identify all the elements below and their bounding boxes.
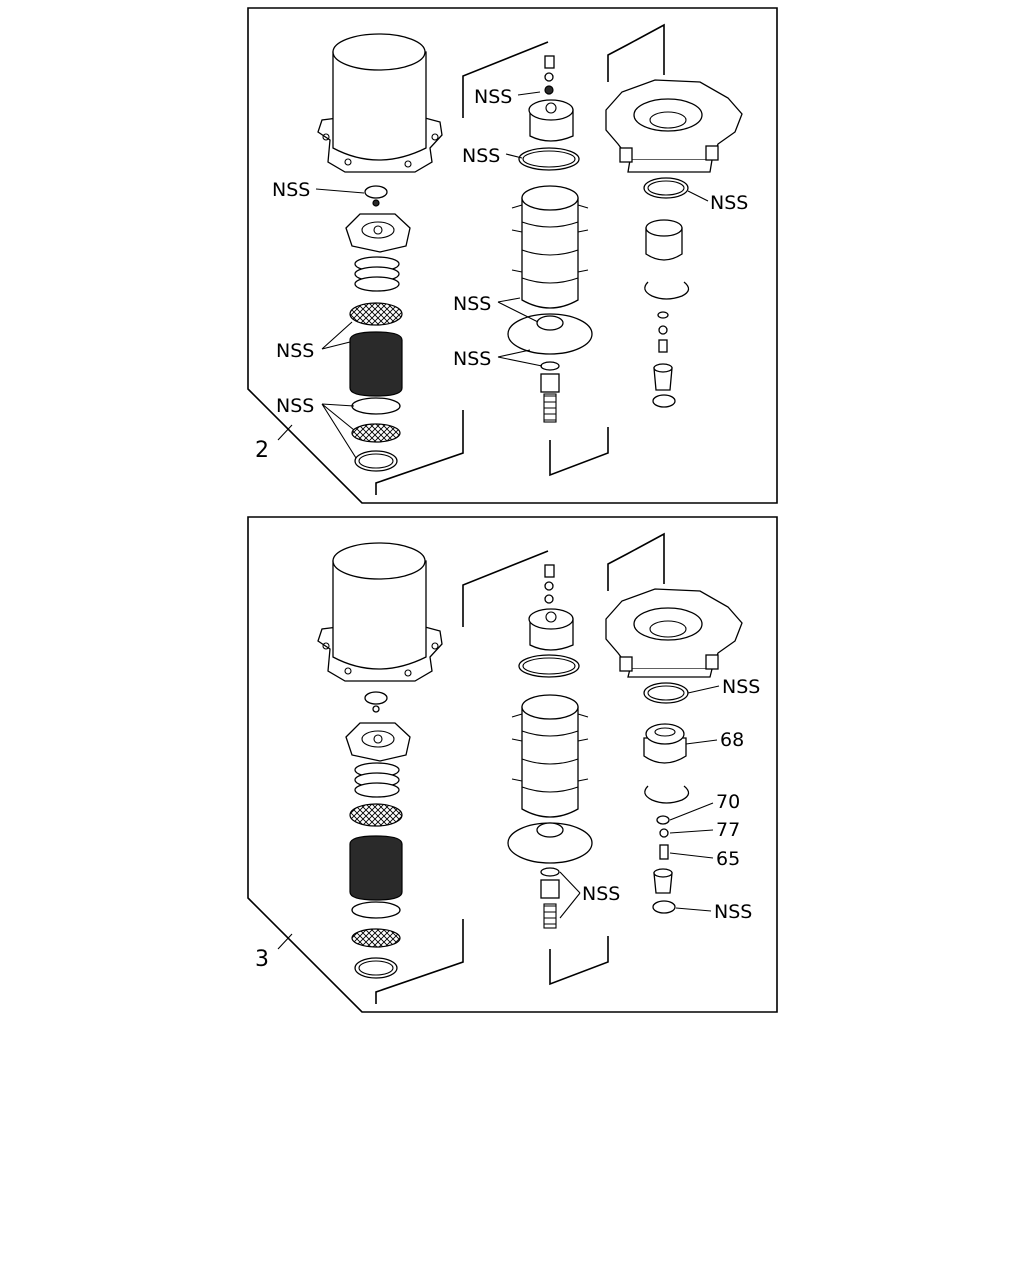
lower-valve	[540, 361, 560, 423]
panel-number: 2	[255, 438, 269, 463]
nss-label: NSS	[453, 348, 491, 370]
panel-number-leader	[277, 424, 293, 441]
section-bracket	[462, 550, 549, 627]
filter-canister	[317, 542, 443, 682]
nss-label: NSS	[276, 395, 314, 417]
panel-number-leader	[277, 933, 293, 950]
small-parts	[652, 815, 676, 914]
panel-3: 3	[247, 516, 778, 1013]
housing-o-ring	[643, 682, 689, 704]
screw-set	[544, 55, 555, 95]
panel-border	[247, 516, 778, 1013]
spring	[354, 256, 400, 292]
valve-piston	[645, 219, 683, 261]
piston-cap	[528, 608, 574, 651]
panel-2: 2	[247, 7, 778, 504]
nss-label: NSS	[272, 179, 310, 201]
nss-label: NSS	[710, 192, 748, 214]
spring	[354, 762, 400, 798]
diaphragm-seal	[507, 313, 593, 355]
nss-label: NSS	[474, 86, 512, 108]
cartridge-cover	[345, 213, 411, 253]
valve-housing	[605, 79, 743, 173]
nss-label: NSS	[276, 340, 314, 362]
valve-body	[511, 694, 589, 818]
upper-o-ring	[518, 654, 580, 678]
upper-o-ring	[518, 147, 580, 171]
part-number-label: 70	[716, 791, 740, 813]
small-parts	[652, 311, 676, 408]
lower-valve	[540, 867, 560, 929]
section-bracket	[375, 919, 464, 1004]
section-bracket	[607, 23, 665, 82]
desiccant-cartridge	[349, 302, 403, 472]
check-valve-cap	[364, 185, 388, 207]
check-valve-cap	[364, 691, 388, 713]
diaphragm-seal	[507, 822, 593, 864]
panel-border	[247, 7, 778, 504]
nss-label: NSS	[582, 883, 620, 905]
snap-ring	[644, 281, 690, 300]
nss-label: NSS	[462, 145, 500, 167]
housing-o-ring	[643, 177, 689, 199]
valve-piston	[643, 723, 687, 764]
part-number-label: 68	[720, 729, 744, 751]
valve-body	[511, 185, 589, 309]
part-number-label: 77	[716, 819, 740, 841]
section-bracket	[462, 41, 549, 118]
screw-set	[544, 564, 555, 604]
section-bracket	[549, 427, 609, 477]
panel-number: 3	[255, 947, 269, 972]
section-bracket	[549, 936, 609, 986]
nss-label: NSS	[722, 676, 760, 698]
section-bracket	[607, 532, 665, 591]
valve-housing	[605, 588, 743, 678]
snap-ring	[644, 785, 690, 804]
cartridge-cover	[345, 722, 411, 762]
desiccant-cartridge	[349, 803, 403, 979]
nss-label: NSS	[714, 901, 752, 923]
nss-label: NSS	[453, 293, 491, 315]
section-bracket	[375, 410, 464, 495]
filter-canister	[317, 33, 443, 173]
piston-cap	[528, 99, 574, 142]
part-number-label: 65	[716, 848, 740, 870]
